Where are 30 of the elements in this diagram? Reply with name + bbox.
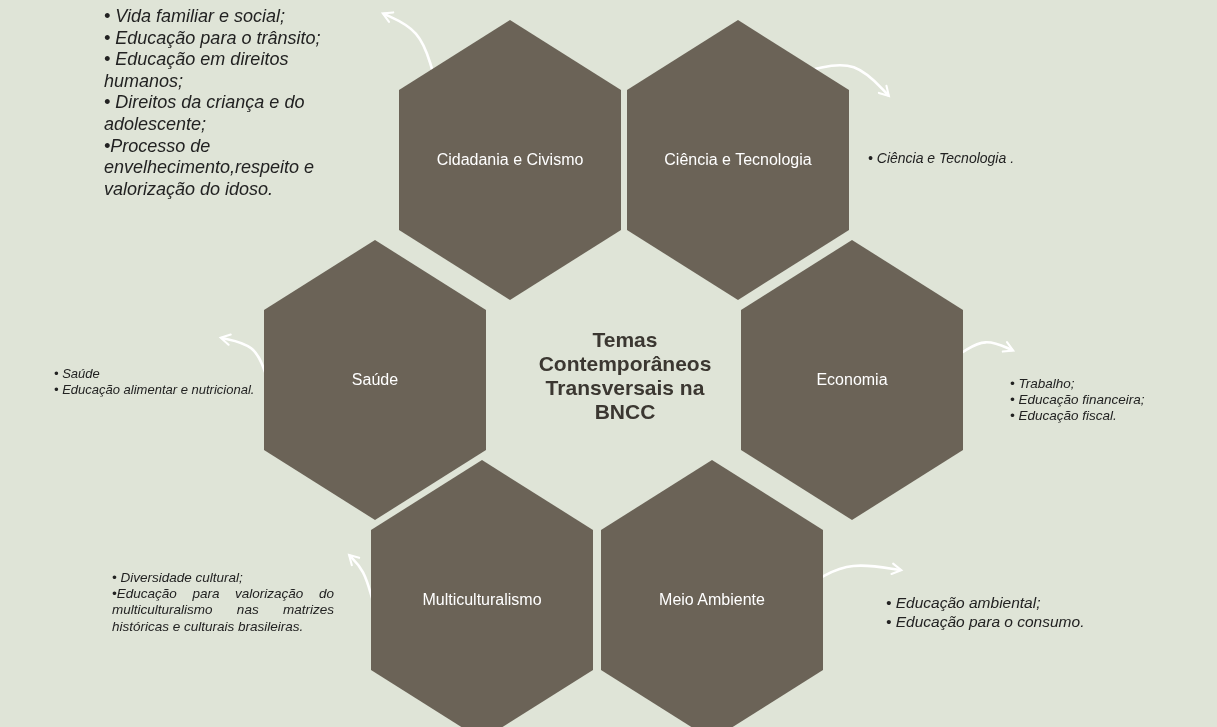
hexagon	[399, 20, 621, 300]
bullet-item: • Trabalho;	[1010, 376, 1076, 393]
bullet-item: • Direitos da criança e do adolescente;	[104, 92, 306, 136]
hexagon	[741, 240, 963, 520]
bullet-item: • Educação financeira;	[1010, 392, 1146, 409]
bullet-item: • Vida familiar e social;	[104, 6, 287, 28]
curved-arrow	[813, 63, 890, 97]
hexagon	[264, 240, 486, 520]
bullet-item: • Ciência e Tecnologia .	[868, 150, 1016, 167]
curved-arrow	[381, 11, 434, 71]
bullet-item: • Educação alimentar e nutricional.	[54, 381, 256, 398]
center-title: Temas Contemporâneos Transversais na BNCC	[537, 328, 713, 424]
bullet-item: • Saúde	[54, 366, 101, 382]
theme-label: Ciência e Tecnologia	[664, 151, 812, 168]
bullet-item: • Educação fiscal.	[1010, 408, 1118, 425]
bullet-item: • Diversidade cultural;	[112, 570, 244, 587]
hexagon	[371, 460, 593, 727]
theme-label: Cidadania e Civismo	[436, 151, 584, 168]
bullet-item: •Educação para valorização do multiculturalismo nas matrizes históricas e culturais brasileiras.	[112, 586, 334, 635]
hexagon	[627, 20, 849, 300]
bullet-item: • Educação ambiental;	[886, 594, 1042, 613]
theme-label: Meio Ambiente	[659, 591, 765, 608]
theme-label: Saúde	[351, 371, 399, 388]
hexagon	[601, 460, 823, 727]
bullet-item: •Processo de envelhecimento,respeito e valorização do idoso.	[104, 135, 316, 201]
bullet-item: • Educação para o consumo.	[886, 612, 1086, 632]
bullet-item: • Educação em direitos humanos;	[104, 49, 290, 93]
theme-label: Economia	[816, 371, 888, 388]
theme-label: Multiculturalismo	[422, 591, 542, 608]
bullet-item: • Educação para o trânsito;	[104, 27, 322, 50]
